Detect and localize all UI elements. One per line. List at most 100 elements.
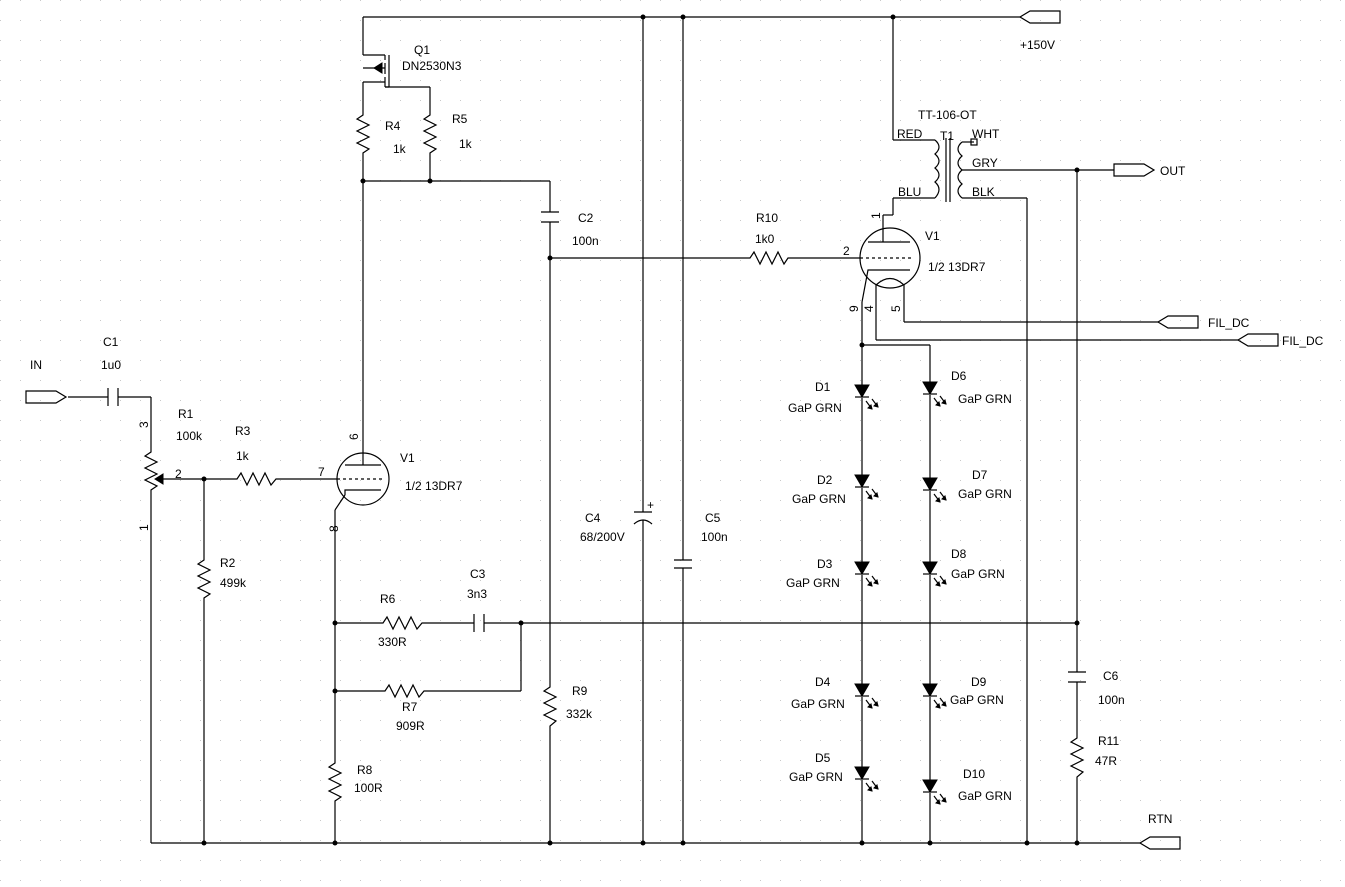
r1-pin-1: 1 (137, 524, 151, 531)
d9-ref: D9 (971, 675, 987, 689)
r5-resistor[interactable]: R5 1k (422, 110, 473, 160)
d8-ref: D8 (951, 547, 967, 561)
r1-pin-2: 2 (175, 467, 182, 481)
port-fil-dc-2-label: FIL_DC (1282, 334, 1324, 348)
r8-ref: R8 (357, 763, 373, 777)
c3-value: 3n3 (467, 587, 487, 601)
v1a-ref: V1 (400, 451, 415, 465)
r7-resistor[interactable]: R7 909R (380, 683, 430, 733)
r5-value: 1k (459, 137, 473, 151)
t1-transformer[interactable]: TT-106-OT T1 RED BLU WHT GRY BLK (897, 108, 1000, 202)
r11-resistor[interactable]: R11 47R (1069, 733, 1119, 785)
c6-capacitor[interactable]: C6 100n (1068, 669, 1125, 707)
c3-ref: C3 (470, 567, 486, 581)
r10-ref: R10 (756, 211, 778, 225)
r4-value: 1k (393, 142, 407, 156)
c6-ref: C6 (1103, 669, 1119, 683)
v1a-pin-6: 6 (347, 433, 361, 440)
r1-value: 100k (176, 429, 203, 443)
c2-capacitor[interactable]: C2 100n (541, 211, 599, 248)
r6-ref: R6 (380, 592, 396, 606)
c4-ref: C4 (585, 511, 601, 525)
d2-ref: D2 (817, 473, 833, 487)
port-fil-dc-2[interactable]: FIL_DC (1236, 333, 1324, 348)
d2-value: GaP GRN (792, 492, 846, 506)
r9-value: 332k (566, 707, 593, 721)
v1b-pin-2: 2 (843, 244, 850, 258)
v1a-pin-7: 7 (318, 465, 325, 479)
d6-ref: D6 (951, 369, 967, 383)
r8-value: 100R (354, 781, 383, 795)
d1-value: GaP GRN (788, 401, 842, 415)
r4-ref: R4 (385, 119, 401, 133)
r2-resistor[interactable]: R2 499k (196, 555, 247, 603)
v1a-pin-8: 8 (327, 525, 341, 532)
d4-led[interactable]: D4 GaP GRN (791, 675, 879, 711)
v1b-pin-5: 5 (889, 305, 903, 312)
r3-resistor[interactable]: R3 1k (232, 424, 282, 487)
svg-text:+: + (647, 498, 654, 512)
r7-value: 909R (396, 719, 425, 733)
port-in[interactable]: IN (25, 358, 68, 404)
port-in-label: IN (30, 358, 42, 372)
q1-mosfet[interactable]: Q1 DN2530N3 (363, 43, 462, 88)
c5-value: 100n (701, 530, 728, 544)
port-rtn-label: RTN (1148, 812, 1172, 826)
d5-led[interactable]: D5 GaP GRN (789, 751, 879, 792)
d3-value: GaP GRN (786, 576, 840, 590)
d1-ref: D1 (815, 380, 831, 394)
c3-capacitor[interactable]: C3 3n3 (467, 567, 487, 632)
r8-resistor[interactable]: R8 100R (327, 758, 383, 808)
d8-value: GaP GRN (951, 567, 1005, 581)
port-fil-dc-1[interactable]: FIL_DC (1156, 315, 1250, 330)
r10-resistor[interactable]: R10 1k0 (745, 211, 792, 266)
c5-capacitor[interactable]: C5 100n (674, 511, 728, 569)
c1-ref: C1 (103, 335, 119, 349)
v1a-triode[interactable]: 6 7 8 V1 1/2 13DR7 (318, 433, 463, 532)
t1-pin-blk: BLK (972, 185, 995, 199)
d3-led[interactable]: D3 GaP GRN (786, 557, 879, 590)
d10-ref: D10 (963, 767, 985, 781)
r9-resistor[interactable]: R9 332k (542, 682, 593, 733)
c1-value: 1u0 (101, 358, 121, 372)
d2-led[interactable]: D2 GaP GRN (792, 473, 879, 506)
d7-led[interactable]: D7 GaP GRN (922, 468, 1012, 503)
r1-potentiometer[interactable]: R1 100k 3 2 1 (137, 407, 203, 531)
d6-led[interactable]: D6 GaP GRN (922, 369, 1012, 407)
v1b-ref: V1 (925, 229, 940, 243)
r11-value: 47R (1095, 754, 1117, 768)
r7-ref: R7 (402, 700, 418, 714)
c2-ref: C2 (578, 211, 594, 225)
port-out-label: OUT (1160, 164, 1186, 178)
v1b-value: 1/2 13DR7 (928, 260, 986, 274)
r11-ref: R11 (1098, 734, 1119, 748)
port-rtn[interactable]: RTN (1138, 812, 1181, 850)
d9-led[interactable]: D9 GaP GRN (922, 675, 1004, 709)
d1-led[interactable]: D1 GaP GRN (788, 380, 879, 415)
d10-led[interactable]: D10 GaP GRN (922, 767, 1012, 805)
port-vplus[interactable]: +150V (1018, 10, 1061, 52)
port-vplus-label: +150V (1020, 38, 1055, 52)
port-out[interactable]: OUT (1113, 163, 1186, 178)
r1-pin-3: 3 (137, 421, 151, 428)
c4-value: 68/200V (580, 530, 625, 544)
t1-ref: T1 (940, 129, 954, 143)
r4-resistor[interactable]: R4 1k (355, 110, 407, 160)
v1b-triode[interactable]: 1 2 9 4 5 V1 1/2 13DR7 (843, 212, 986, 312)
c1-capacitor[interactable]: C1 1u0 (101, 335, 121, 406)
c4-electrolytic-capacitor[interactable]: + C4 68/200V (580, 498, 654, 544)
d8-led[interactable]: D8 GaP GRN (922, 547, 1005, 587)
wires (68, 16, 1238, 844)
r6-resistor[interactable]: R6 330R (378, 592, 428, 649)
t1-pin-wht: WHT (972, 127, 1000, 141)
r9-ref: R9 (572, 684, 588, 698)
v1a-value: 1/2 13DR7 (405, 479, 463, 493)
c6-value: 100n (1098, 693, 1125, 707)
r5-ref: R5 (452, 112, 468, 126)
q1-value: DN2530N3 (402, 59, 462, 73)
v1b-pin-9: 9 (847, 305, 861, 312)
r10-value: 1k0 (755, 232, 775, 246)
c5-ref: C5 (705, 511, 721, 525)
